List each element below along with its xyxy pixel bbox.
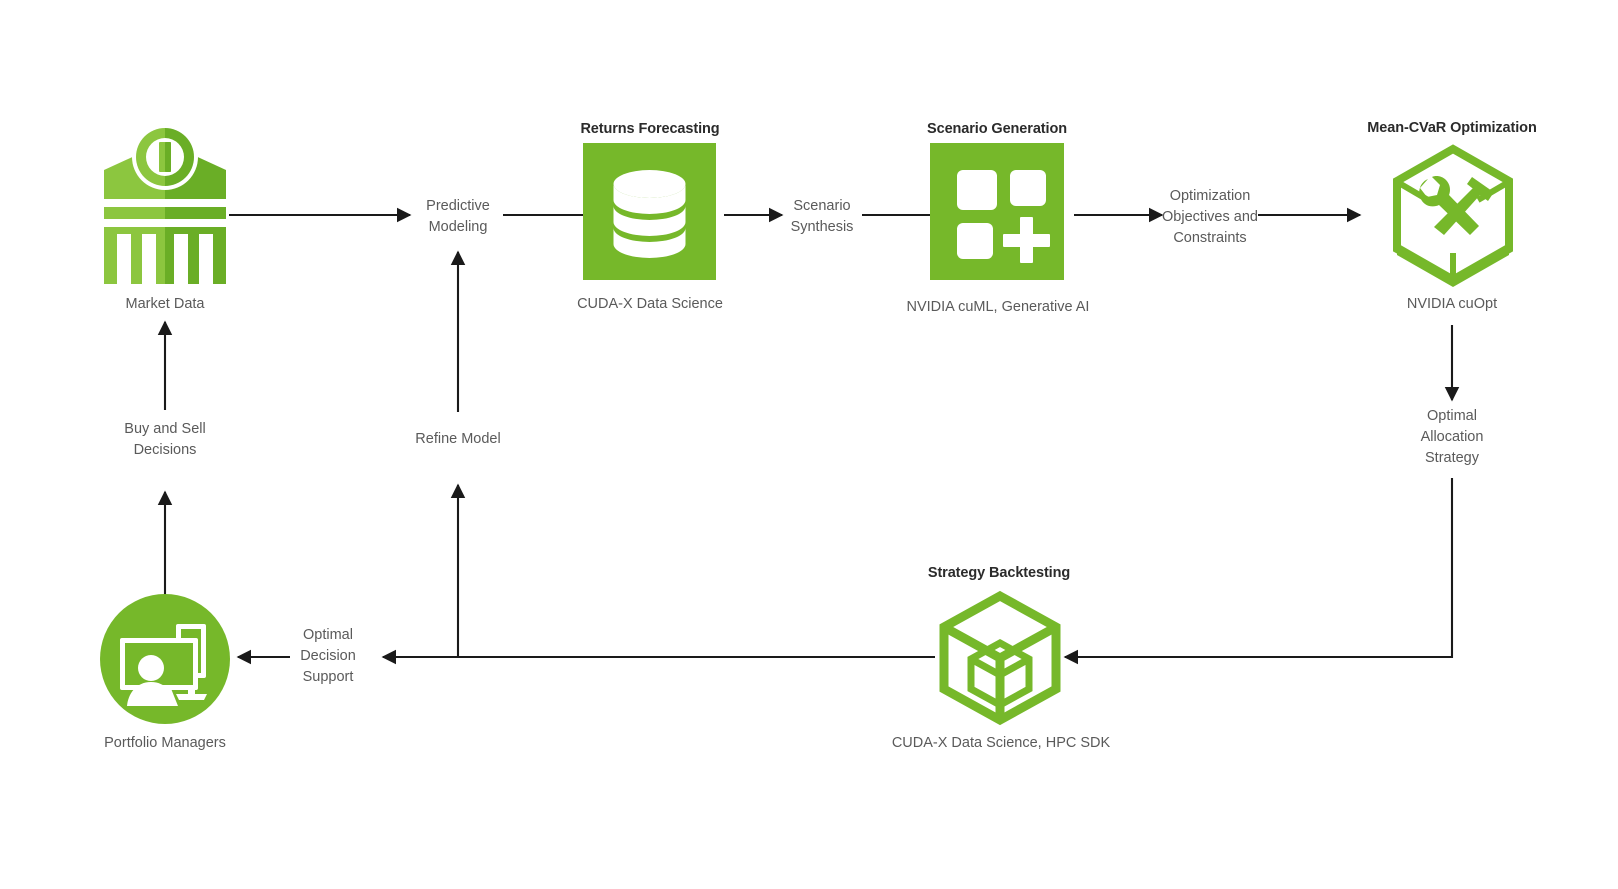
scenario-generation-caption: NVIDIA cuML, Generative AI	[906, 299, 1090, 315]
portfolio-managers-caption: Portfolio Managers	[104, 735, 226, 751]
scenario-generation-title: Scenario Generation	[927, 121, 1067, 137]
edge-label-predictive-modeling: Predictive Modeling	[426, 198, 490, 236]
edge-label-optimal-decision-support: Optimal Decision Support	[300, 627, 356, 686]
edge-label-optimization-objectives: Optimization Objectives and Constraints	[1162, 188, 1258, 247]
strategy-backtesting-title: Strategy Backtesting	[927, 565, 1071, 581]
container-cube-icon	[937, 590, 1063, 726]
wire-allocation-to-backtesting	[1063, 478, 1454, 665]
returns-forecasting-title: Returns Forecasting	[580, 121, 720, 137]
bank-icon	[104, 124, 226, 284]
mean-cvar-title: Mean-CVaR Optimization	[1367, 120, 1537, 136]
edge-label-optimal-allocation-strategy: Optimal Allocation Strategy	[1420, 408, 1484, 467]
database-icon	[583, 143, 716, 280]
mean-cvar-caption: NVIDIA cuOpt	[1406, 296, 1498, 312]
returns-forecasting-caption: CUDA-X Data Science	[577, 296, 723, 312]
modules-plus-icon	[930, 143, 1064, 280]
toolbox-hexagon-icon	[1388, 143, 1518, 287]
strategy-backtesting-caption: CUDA-X Data Science, HPC SDK	[891, 735, 1111, 751]
market-data-caption: Market Data	[125, 296, 205, 312]
person-monitor-icon	[100, 594, 230, 724]
edge-label-buy-and-sell-decisions: Buy and Sell Decisions	[124, 421, 206, 459]
edge-label-refine-model: Refine Model	[415, 431, 501, 447]
edge-label-scenario-synthesis: Scenario Synthesis	[790, 198, 854, 236]
